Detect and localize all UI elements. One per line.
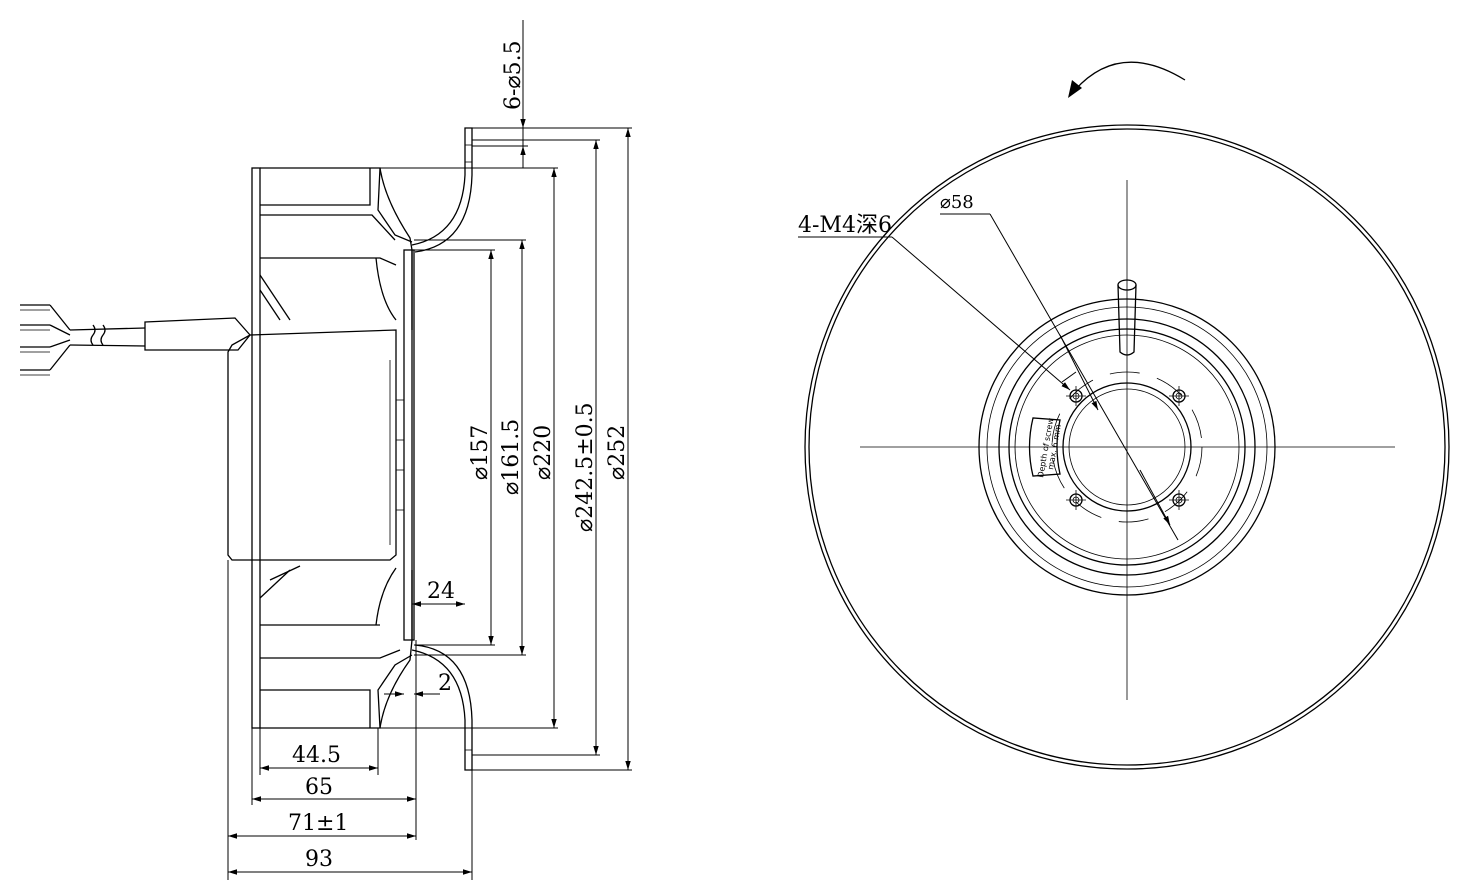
rotation-arrow-icon — [1068, 61, 1186, 98]
outer-shroud-circle — [804, 124, 1450, 770]
thread-callout-label: 4-M4深6 — [798, 213, 892, 238]
diameter-157-label: ⌀157 — [468, 425, 493, 480]
front-view: Depth of screw max. 6 mm 4-M4深6 — [798, 61, 1450, 770]
diameter-242-label: ⌀242.5±0.5 — [573, 402, 598, 532]
thread-callout-leader: 4-M4深6 — [798, 213, 1071, 391]
dim-2-label: 2 — [438, 671, 452, 696]
diameter-dimensions — [372, 20, 632, 771]
dim-65-label: 65 — [305, 775, 333, 800]
diameter-58-leader: ⌀58 — [940, 192, 1179, 541]
bottom-dimensions: 44.5 65 71±1 93 — [227, 560, 473, 880]
diameter-252-label: ⌀252 — [605, 425, 630, 480]
dim-71-label: 71±1 — [288, 811, 348, 836]
impeller-top — [259, 167, 413, 330]
inlet-ring — [403, 127, 473, 771]
dim-24-label: 24 — [427, 579, 455, 604]
diameter-58-label: ⌀58 — [940, 192, 974, 213]
dim-2: 2 — [384, 671, 452, 697]
side-view: 6-⌀5.5 ⌀157 ⌀161.5 ⌀220 ⌀242.5±0.5 ⌀252 … — [20, 20, 632, 880]
dim-24: 24 — [412, 579, 465, 607]
lead-wires — [20, 304, 251, 376]
impeller-bottom — [259, 565, 413, 729]
holes-callout: 6-⌀5.5 — [501, 40, 526, 110]
diameter-161-label: ⌀161.5 — [499, 419, 524, 495]
rear-plate — [251, 167, 261, 729]
hub-label: Depth of screw max. 6 mm — [1028, 417, 1063, 478]
dim-44-5-label: 44.5 — [292, 743, 341, 768]
dim-93-label: 93 — [305, 847, 333, 872]
diameter-220-label: ⌀220 — [531, 425, 556, 480]
mounting-holes — [1066, 386, 1189, 510]
motor-body — [227, 329, 397, 561]
